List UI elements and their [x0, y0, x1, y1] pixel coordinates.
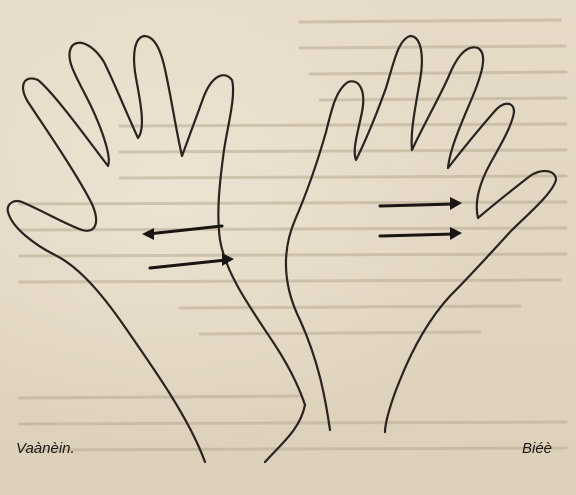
- right-hand-line-lower: [380, 234, 454, 236]
- right-hand-caption: Biéè: [522, 440, 552, 457]
- right-hand-line-upper: [380, 204, 454, 206]
- left-hand-line-lower: [150, 260, 226, 268]
- left-hand-caption: Vaànèin.: [16, 440, 75, 457]
- right-hand-line-upper-tip: [450, 197, 462, 210]
- show-through-text: [20, 20, 566, 450]
